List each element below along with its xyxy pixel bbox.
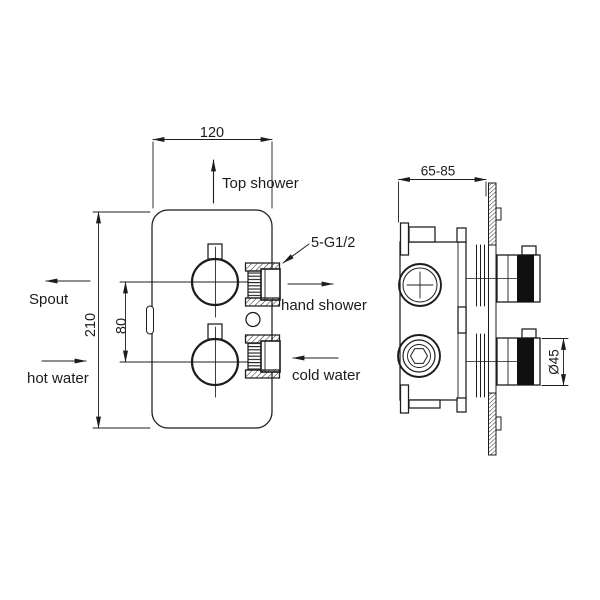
dim-65-85	[397, 177, 487, 223]
thread-spec-label: 5-G1/2	[311, 235, 356, 251]
hand-shower-label: hand shower	[281, 297, 367, 314]
dim-80	[119, 281, 249, 363]
hot-water-label: hot water	[27, 370, 89, 387]
side-view	[397, 177, 569, 456]
dim-80-label: 80	[114, 317, 131, 335]
dim-depth-label: 65-85	[420, 163, 456, 179]
cold-water-label: cold water	[292, 367, 361, 384]
bottom-inlet-boss	[397, 334, 441, 378]
plate-edge-clip	[146, 305, 154, 335]
spout-label: Spout	[29, 291, 69, 308]
top-handle-side	[496, 245, 541, 303]
thread-leader-arrow	[282, 243, 310, 264]
face-plate	[151, 209, 273, 429]
dim-d45	[541, 337, 569, 387]
dim-diameter-label: Ø45	[546, 349, 562, 375]
cartridge-flange-stripes	[476, 244, 485, 398]
top-inlet-boss	[398, 263, 442, 307]
dim-210	[92, 211, 151, 429]
dim-120-label: 120	[199, 125, 225, 142]
trim-screw-hole	[245, 311, 261, 328]
top-handle-stem	[207, 243, 223, 260]
dim-210-label: 210	[83, 312, 100, 338]
top-port-fitting	[244, 262, 281, 307]
front-view	[41, 137, 339, 429]
bottom-port-fitting	[244, 334, 281, 379]
bottom-handle-side	[496, 328, 541, 386]
top-shower-label: Top shower	[222, 175, 299, 192]
valve-body	[399, 222, 467, 414]
dim-120	[152, 137, 273, 209]
bottom-handle-stem	[207, 323, 223, 340]
wall-section	[488, 182, 502, 456]
